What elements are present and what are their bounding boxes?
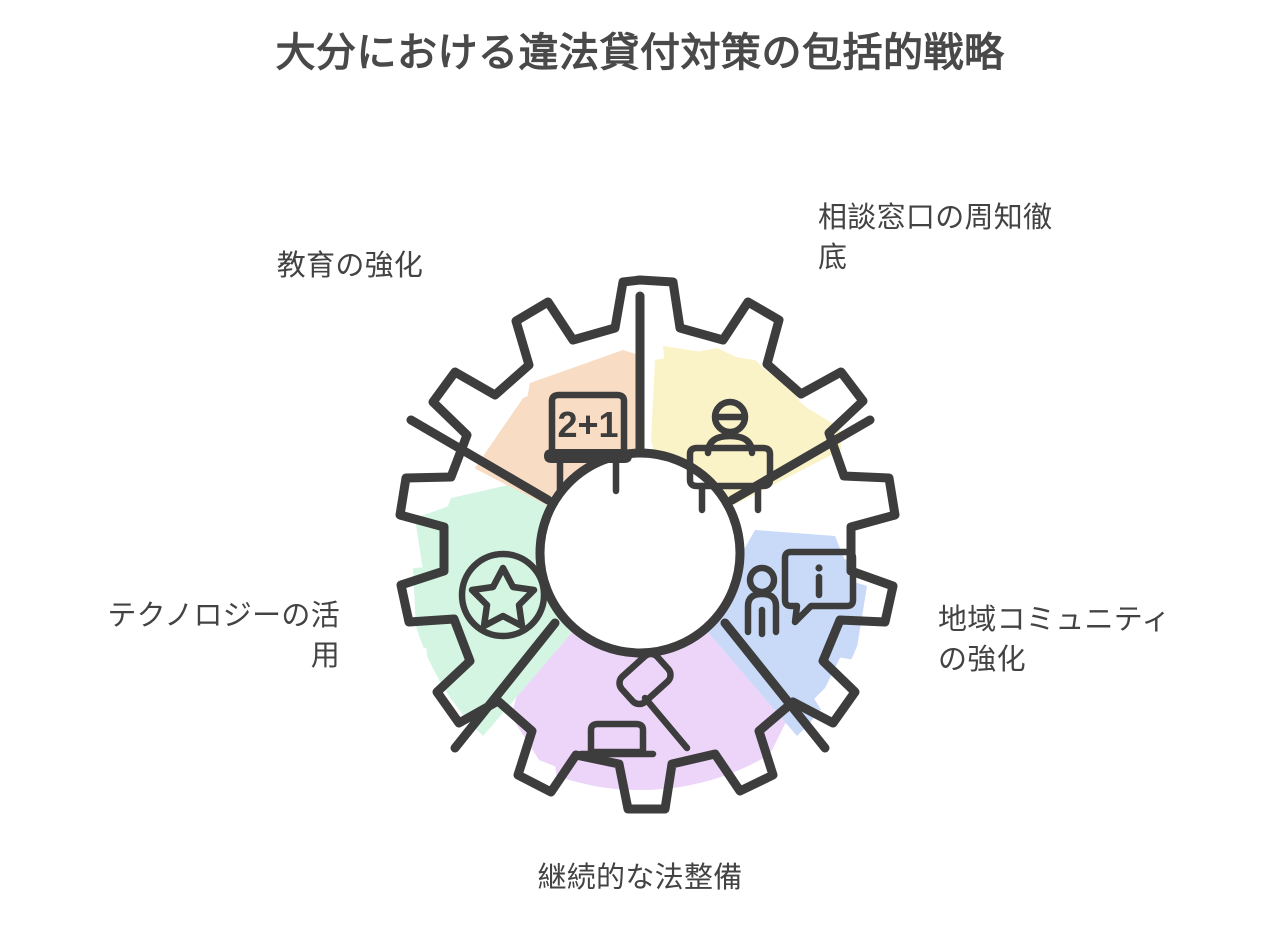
spoke-lower-right <box>720 618 830 753</box>
page-title: 大分における違法貸付対策の包括的戦略 <box>275 31 1005 75</box>
person-info-bubble-icon <box>744 548 857 638</box>
gavel-icon <box>577 650 691 758</box>
star-circle-icon <box>458 550 548 640</box>
spoke-lower-left <box>450 618 560 753</box>
spoke-upper-left <box>406 415 553 505</box>
segment-label-technology: テクノロジーの活 用 <box>107 600 340 673</box>
segment-label-community: 地域コミュニティ の強化 <box>938 604 1171 677</box>
chalkboard-2plus1-icon: 2+1 <box>544 391 632 495</box>
segment-label-legal: 継続的な法整備 <box>537 862 743 894</box>
gear-hub-and-spokes <box>406 291 875 753</box>
gear-hub <box>535 448 745 658</box>
segment-label-education: 教育の強化 <box>276 250 424 282</box>
reception-desk-person-icon <box>686 398 774 514</box>
chalkboard-formula-text: 2+1 <box>557 404 618 445</box>
segment-label-counseling: 相談窓口の周知徹 底 <box>818 202 1053 275</box>
gear-wheel-graphic: 2+1 <box>395 275 900 814</box>
gear-outline <box>395 275 900 814</box>
